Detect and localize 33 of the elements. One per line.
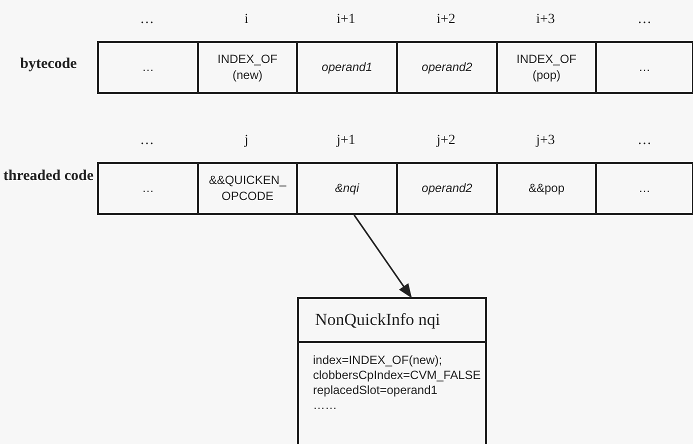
index-label: j+3: [534, 133, 556, 150]
index-label: j+2: [435, 133, 456, 150]
index-label: …: [636, 133, 652, 150]
field-line: replacedSlot=operand1: [313, 383, 438, 398]
index-label: i: [244, 12, 250, 29]
index-label: …: [636, 12, 652, 29]
struct-box: [297, 297, 487, 444]
array-cell: &&QUICKEN_ OPCODE: [197, 162, 298, 215]
index-label: j: [243, 133, 250, 150]
arrow: [353, 214, 412, 298]
array-cell: INDEX_OF (pop): [496, 41, 597, 94]
index-label: j+1: [335, 133, 356, 150]
array-cell: &nqi: [296, 162, 398, 215]
array-cell: operand2: [396, 162, 498, 215]
array-cell: operand1: [296, 41, 398, 94]
index-label: …: [139, 12, 155, 29]
array-cell: …: [595, 41, 693, 94]
array-cell: …: [97, 41, 199, 94]
array-cell: &&pop: [496, 162, 597, 215]
array-cell: …: [595, 162, 693, 215]
index-label: i+1: [336, 12, 356, 29]
array-cell: INDEX_OF (new): [197, 41, 298, 94]
array-cell: …: [97, 162, 199, 215]
index-label: i+2: [436, 12, 456, 29]
row-label: bytecode: [19, 55, 78, 73]
field-line: clobbersCpIndex=CVM_FALSE: [313, 368, 481, 383]
row-label: threaded code: [2, 167, 95, 185]
struct-title: NonQuickInfo nqi: [315, 310, 440, 330]
array-cell: operand2: [396, 41, 498, 94]
index-label: i+3: [535, 12, 556, 29]
field-line: index=INDEX_OF(new);: [313, 353, 444, 368]
index-label: …: [139, 133, 155, 150]
field-line: ……: [313, 398, 338, 413]
